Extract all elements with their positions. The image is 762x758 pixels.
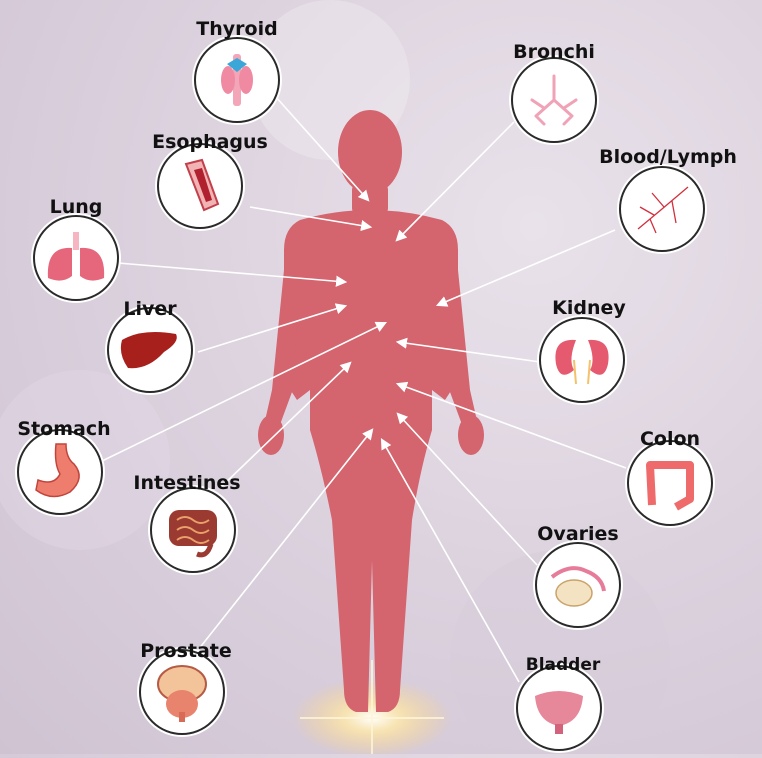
ovaries-badge	[533, 540, 623, 630]
bladder-label: Bladder	[526, 655, 601, 675]
ovaries-label: Ovaries	[537, 523, 618, 545]
esophagus-label: Esophagus	[152, 131, 268, 153]
bronchi-badge	[509, 55, 599, 145]
thyroid-label: Thyroid	[196, 18, 277, 40]
lung-label: Lung	[50, 196, 103, 218]
intestines-badge	[148, 485, 238, 575]
blood-lymph-label: Blood/Lymph	[599, 146, 737, 168]
intestines-label: Intestines	[133, 472, 240, 494]
kidney-badge	[537, 315, 627, 405]
bronchi-arrow	[397, 122, 514, 240]
bronchi-label: Bronchi	[513, 41, 595, 63]
kidney-circle	[540, 318, 624, 402]
blood-lymph-arrow	[438, 230, 615, 305]
colon-badge	[625, 438, 715, 528]
esophagus-badge	[155, 141, 245, 231]
colon-label: Colon	[640, 428, 700, 450]
liver-label: Liver	[123, 298, 176, 320]
thyroid-badge	[192, 35, 282, 125]
human-body-silhouette	[258, 110, 484, 712]
lung-badge	[31, 213, 121, 303]
stomach-badge	[15, 427, 105, 517]
kidney-label: Kidney	[552, 297, 626, 319]
colon-circle	[628, 441, 712, 525]
lung-circle	[34, 216, 118, 300]
prostate-label: Prostate	[140, 640, 232, 662]
bladder-badge	[514, 663, 604, 753]
blood-lymph-badge	[617, 164, 707, 254]
light-glow	[292, 660, 452, 754]
stomach-label: Stomach	[17, 418, 110, 440]
